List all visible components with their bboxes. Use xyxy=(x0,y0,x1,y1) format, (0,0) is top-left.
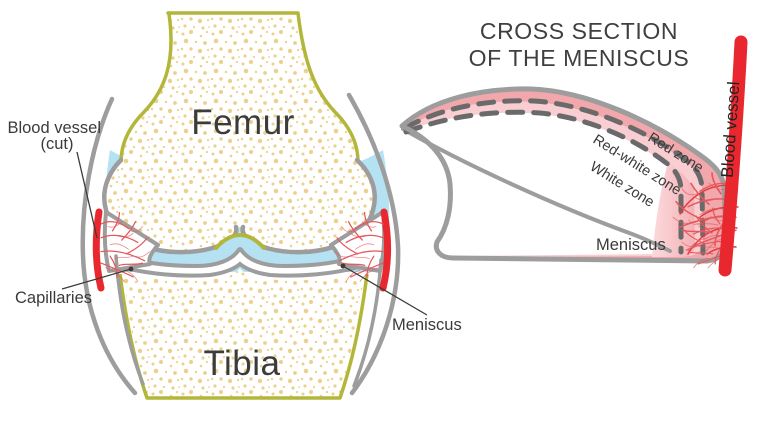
cross-section-title-line2: OF THE MENISCUS xyxy=(469,45,690,71)
tibia-label: Tibia xyxy=(203,344,280,383)
tibial-plateau-bottom-line xyxy=(119,261,361,278)
tibial-plateau-band xyxy=(113,246,367,277)
joint-capsule-left xyxy=(80,96,138,396)
white-zone-fill xyxy=(405,112,681,257)
meniscus-label-knee: Meniscus xyxy=(392,316,462,334)
capillaries-label: Capillaries xyxy=(15,289,92,307)
meniscus-left-wedge xyxy=(102,210,160,273)
blood-vessel-right xyxy=(379,208,392,292)
intercondylar-notch-arch xyxy=(214,233,266,250)
cross-section-blood-vessel xyxy=(718,35,748,277)
meniscus-label-cross-section: Meniscus xyxy=(596,236,666,254)
blood-vessel-pointer-line xyxy=(76,151,98,239)
tibia-outline xyxy=(118,273,369,400)
tibia-bone xyxy=(118,268,369,400)
cut-face-capillary-mains xyxy=(679,184,739,255)
blood-vessel-cut-label-line2: (cut) xyxy=(41,135,74,153)
knee-joint-diagram: Femur Tibia Blood vessel (cut) Capillari… xyxy=(7,11,462,400)
blood-vessel-cut-label-line1: Blood vessel xyxy=(7,119,101,137)
meniscus-pointer-line xyxy=(342,265,428,316)
meniscus-pointer-dot xyxy=(340,263,346,269)
ridge-line xyxy=(401,127,672,253)
tibial-plateau-top-line xyxy=(111,247,369,269)
joint-capsule xyxy=(80,92,401,396)
blood-vessel-left xyxy=(92,208,105,292)
zone-divider-dash-1 xyxy=(402,98,706,256)
femur-outline xyxy=(119,11,360,163)
joint-capsule-right xyxy=(346,92,401,396)
femur-label: Femur xyxy=(191,103,295,142)
zone-divider-dash-2 xyxy=(403,109,684,255)
capillaries-pointer-dot xyxy=(128,266,134,272)
cut-face xyxy=(652,163,695,257)
joint-capsule-left-inner xyxy=(114,254,145,386)
cross-section-title-line1: CROSS SECTION xyxy=(480,18,678,44)
femur-bone xyxy=(102,11,377,255)
joint-capsule-right-inner xyxy=(352,258,383,388)
meniscus-cross-section-diagram: CROSS SECTION OF THE MENISCUS Red zone R… xyxy=(399,18,748,277)
capillaries-pointer-line xyxy=(61,268,132,290)
